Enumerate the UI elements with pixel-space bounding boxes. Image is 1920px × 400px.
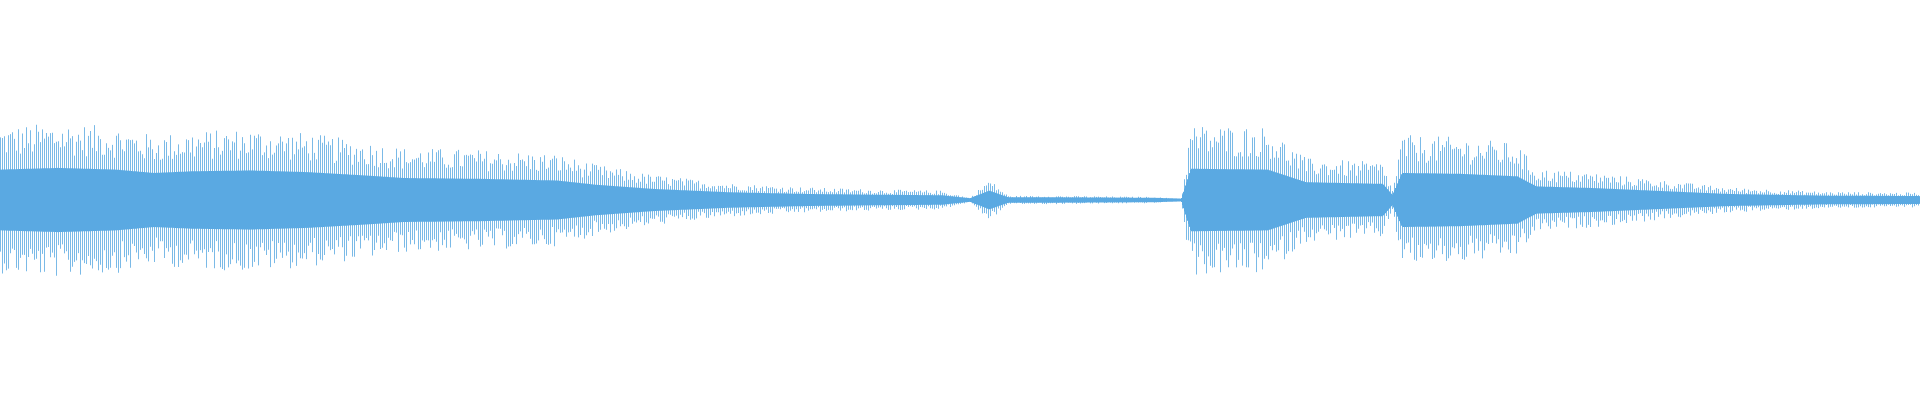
waveform-body — [0, 167, 1920, 233]
